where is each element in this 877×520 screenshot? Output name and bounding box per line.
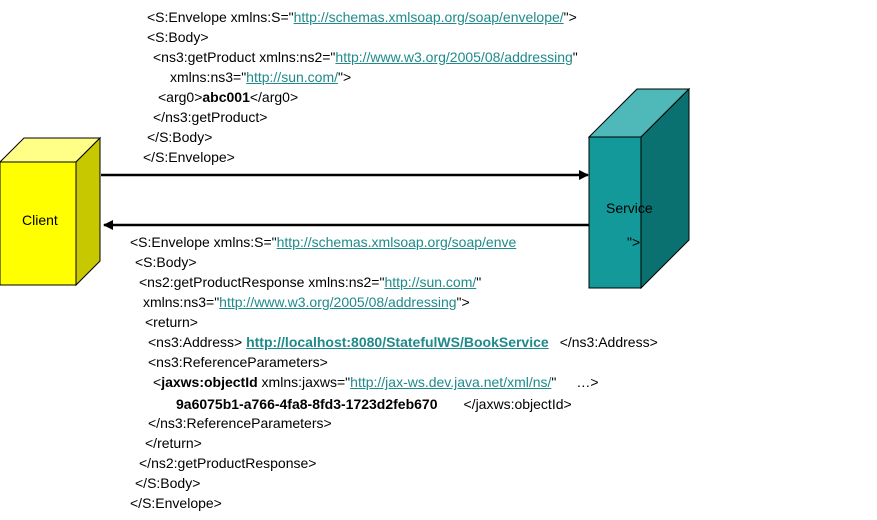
response-line-4: xmlns:ns3="http://www.w3.org/2005/08/add… (143, 294, 470, 310)
response-line-3: <ns2:getProductResponse xmlns:ns2="http:… (139, 274, 482, 290)
response-line-12: </ns2:getProductResponse> (139, 455, 317, 471)
request-line-4: xmlns:ns3="http://sun.com/"> (170, 69, 352, 85)
jaxws-namespace-link[interactable]: http://jax-ws.dev.java.net/xml/ns/ (350, 374, 552, 390)
request-line-6: </ns3:getProduct> (153, 109, 268, 125)
response-envelope-namespace-link[interactable]: http://schemas.xmlsoap.org/soap/enve (276, 234, 517, 250)
client-box (0, 136, 102, 287)
response-line-5: <return> (145, 314, 198, 330)
response-line-10: </ns3:ReferenceParameters> (148, 415, 332, 431)
request-line-2: <S:Body> (147, 29, 209, 45)
client-label: Client (22, 212, 58, 228)
response-line-8: <jaxws:objectId xmlns:jaxws="http://jax-… (153, 374, 599, 390)
response-line-13: </S:Body> (135, 475, 201, 491)
service-box (587, 87, 691, 290)
response-line-14: </S:Envelope> (130, 495, 222, 511)
request-line-5: <arg0>abc001</arg0> (158, 89, 299, 105)
envelope-namespace-link[interactable]: http://schemas.xmlsoap.org/soap/envelope… (293, 9, 564, 25)
request-line-1: <S:Envelope xmlns:S="http://schemas.xmls… (147, 9, 577, 25)
addressing-namespace-link[interactable]: http://www.w3.org/2005/08/addressing (335, 49, 573, 65)
response-line-1-tail: "> (627, 234, 641, 250)
response-line-9: 9a6075b1-a766-4fa8-8fd3-1723d2feb670</ja… (176, 396, 572, 412)
service-label: Service (606, 200, 653, 216)
sun-namespace-link[interactable]: http://sun.com/ (246, 69, 338, 85)
book-service-address-link[interactable]: http://localhost:8080/StatefulWS/BookSer… (246, 334, 549, 350)
request-line-3: <ns3:getProduct xmlns:ns2="http://www.w3… (153, 49, 578, 65)
response-addressing-namespace-link[interactable]: http://www.w3.org/2005/08/addressing (219, 294, 457, 310)
object-id-value: 9a6075b1-a766-4fa8-8fd3-1723d2feb670 (176, 396, 438, 412)
response-line-2: <S:Body> (135, 254, 197, 270)
response-line-1: <S:Envelope xmlns:S="http://schemas.xmls… (130, 234, 517, 250)
response-sun-namespace-link[interactable]: http://sun.com/ (384, 274, 477, 290)
response-line-6: <ns3:Address> http://localhost:8080/Stat… (148, 334, 658, 350)
request-line-7: </S:Body> (147, 129, 213, 145)
response-line-11: </return> (145, 435, 202, 451)
request-line-8: </S:Envelope> (143, 149, 235, 165)
response-line-7: <ns3:ReferenceParameters> (148, 354, 328, 370)
